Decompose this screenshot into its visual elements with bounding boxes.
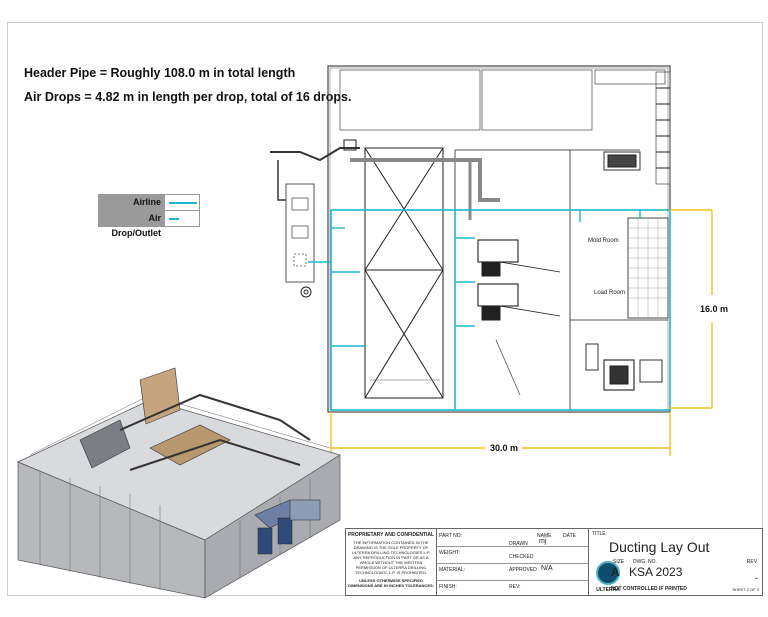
drawing-info: PART NO: NAME DATE DRAWN mj WEIGHT: CHEC… bbox=[437, 528, 589, 596]
date-header: DATE bbox=[563, 533, 576, 539]
dimension-lines bbox=[330, 209, 713, 456]
drawn-value: mj bbox=[539, 538, 547, 545]
size-label: SIZE bbox=[613, 559, 625, 565]
dwg-label: DWG. NO. bbox=[633, 559, 657, 565]
legend-item-air-drop: Air Drop/Outlet bbox=[99, 211, 199, 238]
checked-label: CHECKED bbox=[509, 554, 534, 560]
weight-label: WEIGHT: bbox=[439, 550, 460, 556]
airline-header-loop bbox=[330, 209, 671, 411]
not-controlled-note: NOT CONTROLLED IF PRINTED bbox=[611, 586, 687, 592]
bay-with-crossbracing bbox=[364, 147, 444, 399]
proprietary-notice: PROPRIETARY AND CONFIDENTIAL THE INFORMA… bbox=[345, 528, 437, 596]
name-header: NAME bbox=[537, 533, 552, 539]
dimension-height: 16.0 m bbox=[700, 304, 728, 314]
legend-label: Airline bbox=[99, 195, 165, 210]
approved-value: N/A bbox=[541, 565, 553, 572]
drawn-label: DRAWN bbox=[509, 541, 528, 547]
dwg-number: KSA 2023 bbox=[629, 565, 683, 579]
legend-swatch bbox=[165, 211, 199, 226]
rev-label: REV: bbox=[509, 584, 521, 590]
approved-label: APPROVED bbox=[509, 567, 537, 573]
proprietary-title: PROPRIETARY AND CONFIDENTIAL bbox=[347, 532, 435, 538]
header-pipe-note: Header Pipe = Roughly 108.0 m in total l… bbox=[24, 66, 296, 80]
load-room-label: Load Room bbox=[594, 290, 625, 296]
tolerance-title: UNLESS OTHERWISE SPECIFIED DIMENSIONS AR… bbox=[347, 577, 434, 588]
material-label: MATERIAL: bbox=[439, 567, 466, 573]
legend-item-airline: Airline bbox=[99, 195, 199, 211]
legend: Airline Air Drop/Outlet bbox=[98, 194, 200, 238]
title-label: TITLE: bbox=[592, 531, 608, 537]
legend-label: Air Drop/Outlet bbox=[99, 211, 165, 238]
rev-value: - bbox=[755, 573, 758, 583]
drawing-title: Ducting Lay Out bbox=[609, 539, 710, 555]
title-area: TITLE: Ducting Lay Out ULTERRA SIZE DWG.… bbox=[589, 528, 763, 596]
dimension-width: 30.0 m bbox=[490, 443, 518, 453]
mold-room-label: Mold Room bbox=[588, 238, 619, 244]
legend-swatch bbox=[165, 195, 199, 210]
size-value: A bbox=[611, 565, 620, 579]
rev-col-label: REV. bbox=[746, 559, 758, 565]
company-logo: ULTERRA bbox=[589, 557, 627, 597]
air-drops-note: Air Drops = 4.82 m in length per drop, t… bbox=[24, 90, 352, 104]
title-block: PROPRIETARY AND CONFIDENTIAL THE INFORMA… bbox=[345, 528, 763, 596]
ulterra-logo-icon bbox=[596, 561, 620, 585]
company-name: ULTERRA bbox=[596, 587, 620, 593]
proprietary-text: THE INFORMATION CONTAINED IN THE DRAWING… bbox=[351, 539, 431, 575]
air-drops bbox=[331, 210, 641, 347]
airline-network bbox=[308, 209, 671, 411]
part-no-label: PART NO: bbox=[439, 533, 463, 539]
sheet-number: SHEET 2 OF 3 bbox=[732, 587, 759, 592]
finish-label: FINISH: bbox=[439, 584, 457, 590]
